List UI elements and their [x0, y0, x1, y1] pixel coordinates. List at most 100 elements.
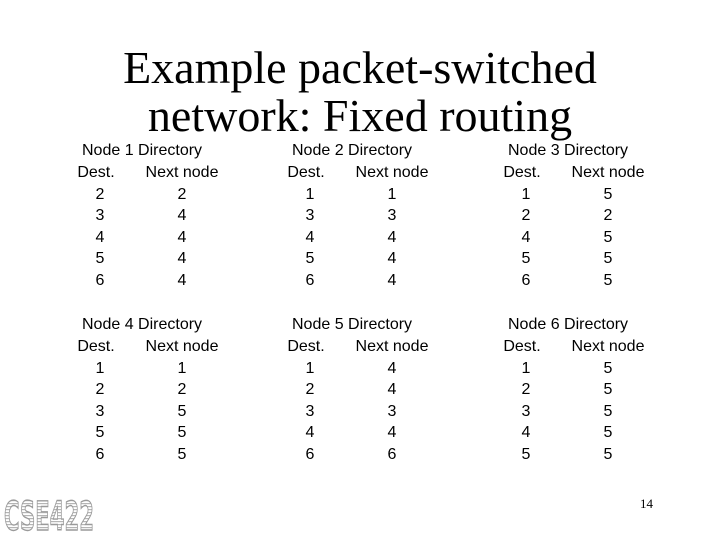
dest-cell: 4 [521, 424, 531, 441]
directory-header-row: Dest. Next node [77, 336, 290, 358]
next-node-cell: 5 [603, 271, 613, 289]
dest-cell: 4 [521, 228, 531, 246]
page-number: 14 [640, 496, 653, 511]
next-node-cell: 6 [387, 445, 397, 463]
dest-cell: 3 [95, 207, 105, 224]
directory-header-row: Dest. Next node [503, 162, 716, 184]
dest-cell: 6 [305, 445, 315, 463]
dest-cell: 4 [305, 424, 315, 441]
dest-cell: 5 [521, 445, 531, 463]
dest-cell: 4 [95, 228, 105, 246]
next-node-cell: 3 [387, 207, 397, 224]
dest-cell: 2 [521, 207, 531, 224]
next-node-cell: 4 [177, 271, 187, 289]
next-node-cell: 2 [177, 185, 187, 203]
next-node-cell: 5 [603, 381, 613, 398]
next-node-cell: 4 [387, 228, 397, 246]
course-logo-text: CSE422 [4, 494, 94, 536]
dest-cell: 1 [521, 359, 531, 377]
next-node-cell: 5 [603, 359, 613, 377]
next-node-cell: 5 [177, 402, 187, 420]
next-node-cell: 1 [177, 359, 187, 377]
next-node-cell: 2 [603, 207, 613, 224]
directory-title: Node 6 Directory [508, 316, 629, 333]
dest-header: Dest. [287, 338, 325, 355]
directory-title: Node 5 Directory [292, 316, 413, 333]
next-node-cell: 4 [387, 250, 397, 267]
directory-title: Node 1 Directory [82, 142, 203, 159]
directory-title: Node 3 Directory [508, 142, 629, 159]
dest-cell: 2 [305, 381, 315, 398]
next-node-header: Next node [355, 164, 429, 181]
slide-title-line-1: Example packet-switched [123, 42, 597, 93]
directory-title: Node 2 Directory [292, 142, 413, 159]
directory-header-row: Dest. Next node [77, 162, 290, 184]
directory-header-row: Dest. Next node [503, 336, 716, 358]
next-node-cell: 2 [177, 381, 187, 398]
dest-cell: 1 [305, 359, 315, 377]
dest-header: Dest. [77, 164, 115, 181]
dest-cell: 3 [305, 402, 315, 420]
dest-header: Dest. [503, 338, 541, 355]
directory-header-row: Dest. Next node [287, 336, 500, 358]
slide-title-line-2: network: Fixed routing [147, 90, 573, 141]
course-logo: CSE422 [3, 493, 94, 536]
next-node-cell: 4 [177, 250, 187, 267]
next-node-cell: 4 [387, 424, 397, 441]
dest-cell: 1 [305, 185, 315, 203]
next-node-cell: 5 [603, 250, 613, 267]
next-node-cell: 4 [387, 381, 397, 398]
dest-cell: 2 [95, 381, 105, 398]
dest-cell: 1 [95, 359, 105, 377]
next-node-cell: 1 [387, 185, 397, 203]
next-node-header: Next node [355, 338, 429, 355]
dest-cell: 6 [305, 271, 315, 289]
next-node-cell: 5 [177, 424, 187, 441]
dest-cell: 5 [95, 424, 105, 441]
dest-cell: 3 [521, 402, 531, 420]
dest-cell: 3 [95, 402, 105, 420]
dest-cell: 1 [521, 185, 531, 203]
next-node-cell: 5 [603, 424, 613, 441]
next-node-cell: 5 [603, 445, 613, 463]
dest-cell: 5 [305, 250, 315, 267]
next-node-cell: 4 [387, 359, 397, 377]
next-node-cell: 5 [603, 185, 613, 203]
dest-cell: 5 [521, 250, 531, 267]
dest-cell: 2 [521, 381, 531, 398]
dest-header: Dest. [77, 338, 115, 355]
next-node-header: Next node [571, 338, 645, 355]
